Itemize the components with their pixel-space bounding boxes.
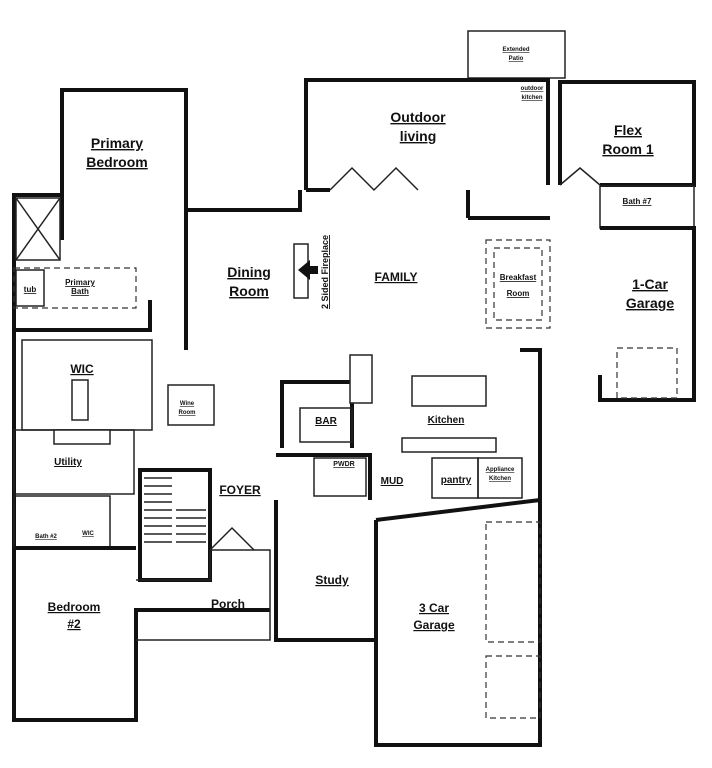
family-label: FAMILY (375, 270, 418, 284)
bath2-outline (13, 495, 111, 549)
appliance-kitchen-outline (477, 457, 523, 499)
wic-outline (21, 339, 153, 431)
door-swing-foyer (209, 526, 255, 551)
kitchen-counter (401, 437, 497, 453)
bar-counter (299, 407, 353, 443)
dining-room-label-1: Dining (227, 264, 271, 280)
outdoor-kitchen-label-2: kitchen (521, 95, 542, 101)
utility-counter (53, 429, 111, 445)
bar-wall (280, 380, 354, 448)
study-wall (274, 500, 378, 642)
primary-bath-label-2: Bath (71, 287, 89, 296)
bath7-label: Bath #7 (623, 197, 652, 206)
pantry-label: pantry (441, 475, 472, 486)
main-left-wall (186, 190, 302, 212)
door-swing-outdoor (329, 166, 419, 192)
outdoor-kitchen-label-1: outdoor (521, 86, 544, 92)
shower-x2 (15, 197, 61, 261)
wic-label: WIC (70, 362, 94, 376)
bedroom2-label-1: Bedroom (48, 600, 101, 614)
pwdr-label: PWDR (333, 461, 354, 468)
three-car-garage-label-1: 3 Car (419, 601, 449, 615)
primary-bath-label-1: Primary (65, 278, 95, 287)
one-car-garage-label-1: 1-Car (632, 276, 668, 292)
fridge (349, 354, 373, 404)
kitchen-island (411, 375, 487, 407)
flex-room-label-2: Room 1 (602, 141, 654, 157)
porch-wall (136, 549, 271, 641)
study-label: Study (315, 573, 349, 587)
garage-door-top (485, 521, 541, 643)
pwdr-outline (313, 457, 367, 497)
primary-bath-vanity (13, 267, 137, 309)
mud-label: MUD (381, 476, 404, 487)
wic-wall (12, 330, 270, 722)
bar-label: BAR (315, 416, 337, 427)
kitchen-label: Kitchen (428, 415, 465, 426)
primary-bedroom-label-1: Primary (91, 135, 143, 151)
wine-room-label-1: Wine (180, 401, 195, 407)
wic-shelf (71, 379, 89, 421)
fireplace-arrow-icon (298, 260, 318, 280)
tub-fixture (15, 269, 45, 307)
appliance-kitchen-label-2: Kitchen (489, 476, 511, 482)
one-car-garage-wall (598, 226, 696, 402)
outdoor-living-label-2: living (400, 128, 437, 144)
wine-room-label-2: Room (179, 410, 196, 416)
bath2-label: Bath #2 (35, 534, 57, 540)
breakfast-room-outline (485, 239, 551, 329)
extended-patio-label-2: Patio (509, 56, 524, 62)
stair-treads (144, 477, 206, 543)
door-swing-flex (559, 167, 601, 186)
primary-bedroom-wall (60, 88, 188, 350)
wine-room-outline (167, 384, 215, 426)
utility-label: Utility (54, 457, 82, 468)
porch-label: Porch (211, 597, 245, 611)
breakfast-table (493, 247, 543, 321)
primary-bath-wall (12, 193, 152, 332)
primary-bedroom-label-2: Bedroom (86, 154, 147, 170)
dining-room-label-2: Room (229, 283, 269, 299)
outdoor-living-wall (304, 78, 550, 190)
three-car-garage-wall (374, 497, 542, 747)
foyer-label: FOYER (219, 483, 261, 497)
garage-door-bottom (485, 655, 541, 719)
breakfast-room-label-2: Room (507, 289, 530, 298)
fireplace-label: 2 Sided Fireplace (320, 235, 330, 309)
three-car-garage-label-2: Garage (413, 618, 455, 632)
extended-patio-label-1: Extended (502, 47, 529, 53)
tub-label: tub (24, 285, 37, 294)
one-car-garage-label-2: Garage (626, 295, 674, 311)
pwdr-wall (276, 453, 372, 500)
one-car-garage-door (616, 347, 678, 399)
wic2-label: WIC (82, 531, 94, 537)
appliance-kitchen-label-1: Appliance (486, 467, 515, 473)
bedroom2-label-2: #2 (67, 617, 81, 631)
flex-room-label-1: Flex (614, 122, 642, 138)
outdoor-living-label-1: Outdoor (390, 109, 446, 125)
shower (15, 197, 61, 261)
kitchen-right-wall (520, 348, 542, 500)
extended-patio-outline (467, 30, 566, 79)
bath7-outline (599, 185, 695, 229)
breakfast-room-label-1: Breakfast (500, 273, 537, 282)
flex-room-wall (558, 80, 696, 187)
